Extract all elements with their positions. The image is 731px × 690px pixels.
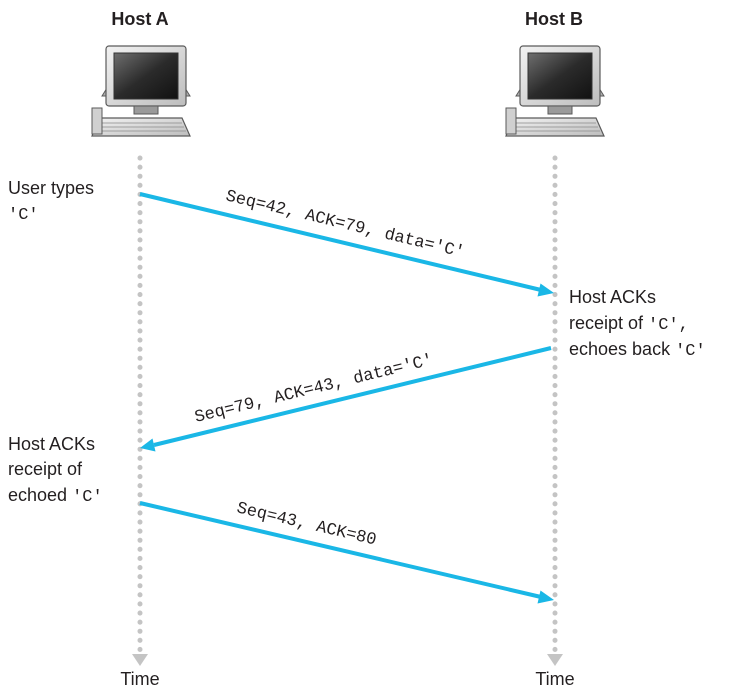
host-b-time-label: Time [535, 669, 574, 689]
message-arrow-3 [139, 501, 542, 599]
annotation-user-types-line1: User types [8, 178, 94, 198]
message-label-1: Seq=42, ACK=79, data='C' [224, 187, 467, 263]
host-b-title: Host B [525, 9, 583, 29]
host-b-time-arrowhead [547, 654, 563, 666]
annotation-host-b-ack: Host ACKs receipt of 'C', echoes back 'C… [569, 287, 706, 361]
host-a-computer-icon [91, 45, 191, 137]
host-a-title: Host A [111, 9, 168, 29]
annotation-host-a-line3-prefix: echoed [8, 485, 72, 505]
annotation-host-a-line3-code: 'C' [72, 488, 103, 507]
annotation-host-a-ack: Host ACKs receipt of echoed 'C' [8, 434, 103, 507]
message-arrow-1-head [537, 283, 554, 297]
annotation-user-types: User types 'C' [8, 178, 99, 225]
annotation-host-b-line1: Host ACKs [569, 287, 656, 307]
annotation-host-a-line1: Host ACKs [8, 434, 95, 454]
host-a-time-label: Time [120, 669, 159, 689]
annotation-host-b-line2-prefix: receipt of [569, 313, 648, 333]
message-arrow-2 [153, 346, 552, 447]
message-label-2: Seq=79, ACK=43, data='C' [193, 351, 435, 427]
annotation-host-b-line3-prefix: echoes back [569, 339, 675, 359]
message-arrow-3-head [537, 590, 554, 604]
annotation-host-b-line2-code: 'C', [648, 316, 689, 335]
host-b-computer-icon [505, 45, 605, 137]
host-a-time-arrowhead [132, 654, 148, 666]
message-arrow-1 [139, 192, 542, 292]
annotation-host-b-line3-code: 'C' [675, 342, 706, 361]
annotation-user-types-code: 'C' [8, 206, 39, 225]
annotation-host-a-line2: receipt of [8, 459, 83, 479]
message-arrow-2-head [140, 438, 156, 452]
